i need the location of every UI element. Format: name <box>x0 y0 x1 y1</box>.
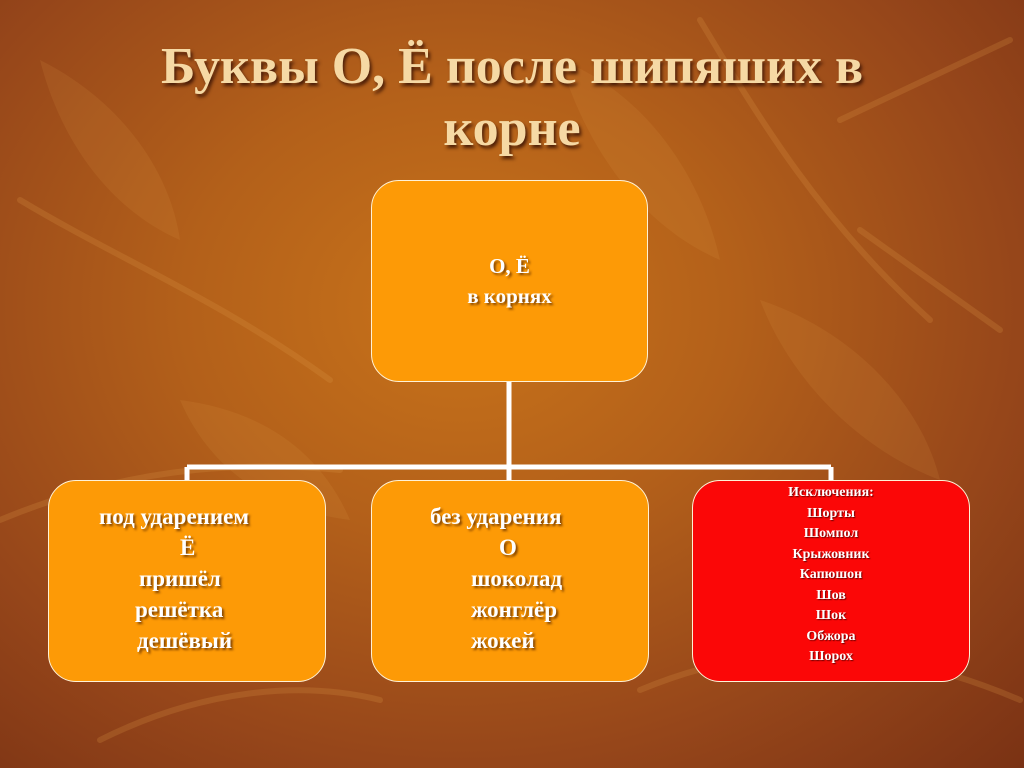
root-node-line-2: в корнях <box>467 284 552 308</box>
exception-word: Обжора <box>806 628 856 644</box>
exceptions-node: Исключения: Шорты Шомпол Крыжовник Капюш… <box>692 480 970 682</box>
stressed-example: пришёл <box>139 566 221 591</box>
exception-word: Капюшон <box>799 567 863 582</box>
unstressed-example: жонглёр <box>471 597 558 622</box>
exception-word: Шок <box>815 608 847 623</box>
title-line-2: корне <box>443 100 581 157</box>
exceptions-heading: Исключения: <box>788 485 874 500</box>
unstressed-node: без ударения О шоколад жонглёр жокей <box>371 480 649 682</box>
stressed-example: решётка <box>135 597 224 622</box>
stressed-heading: под ударением <box>99 504 250 529</box>
slide-title: Буквы О, Ё после шипяших в корне <box>80 36 944 160</box>
unstressed-heading: без ударения <box>430 504 562 529</box>
unstressed-example: шоколад <box>471 566 563 591</box>
root-node-line-1: О, Ё <box>489 254 530 278</box>
stressed-example: дешёвый <box>137 628 233 653</box>
stressed-node: под ударением Ё пришёл решётка дешёвый <box>48 480 326 682</box>
exception-word: Шорох <box>809 649 853 664</box>
exception-word: Шов <box>816 587 846 603</box>
exception-word: Шомпол <box>803 526 859 541</box>
stressed-letter: Ё <box>180 535 196 560</box>
unstressed-letter: О <box>499 535 517 560</box>
title-line-1: Буквы О, Ё после шипяших в <box>160 38 864 95</box>
root-node: О, Ё в корнях <box>371 180 648 382</box>
exception-word: Крыжовник <box>792 546 870 562</box>
unstressed-example: жокей <box>471 628 535 653</box>
exception-word: Шорты <box>807 505 855 521</box>
